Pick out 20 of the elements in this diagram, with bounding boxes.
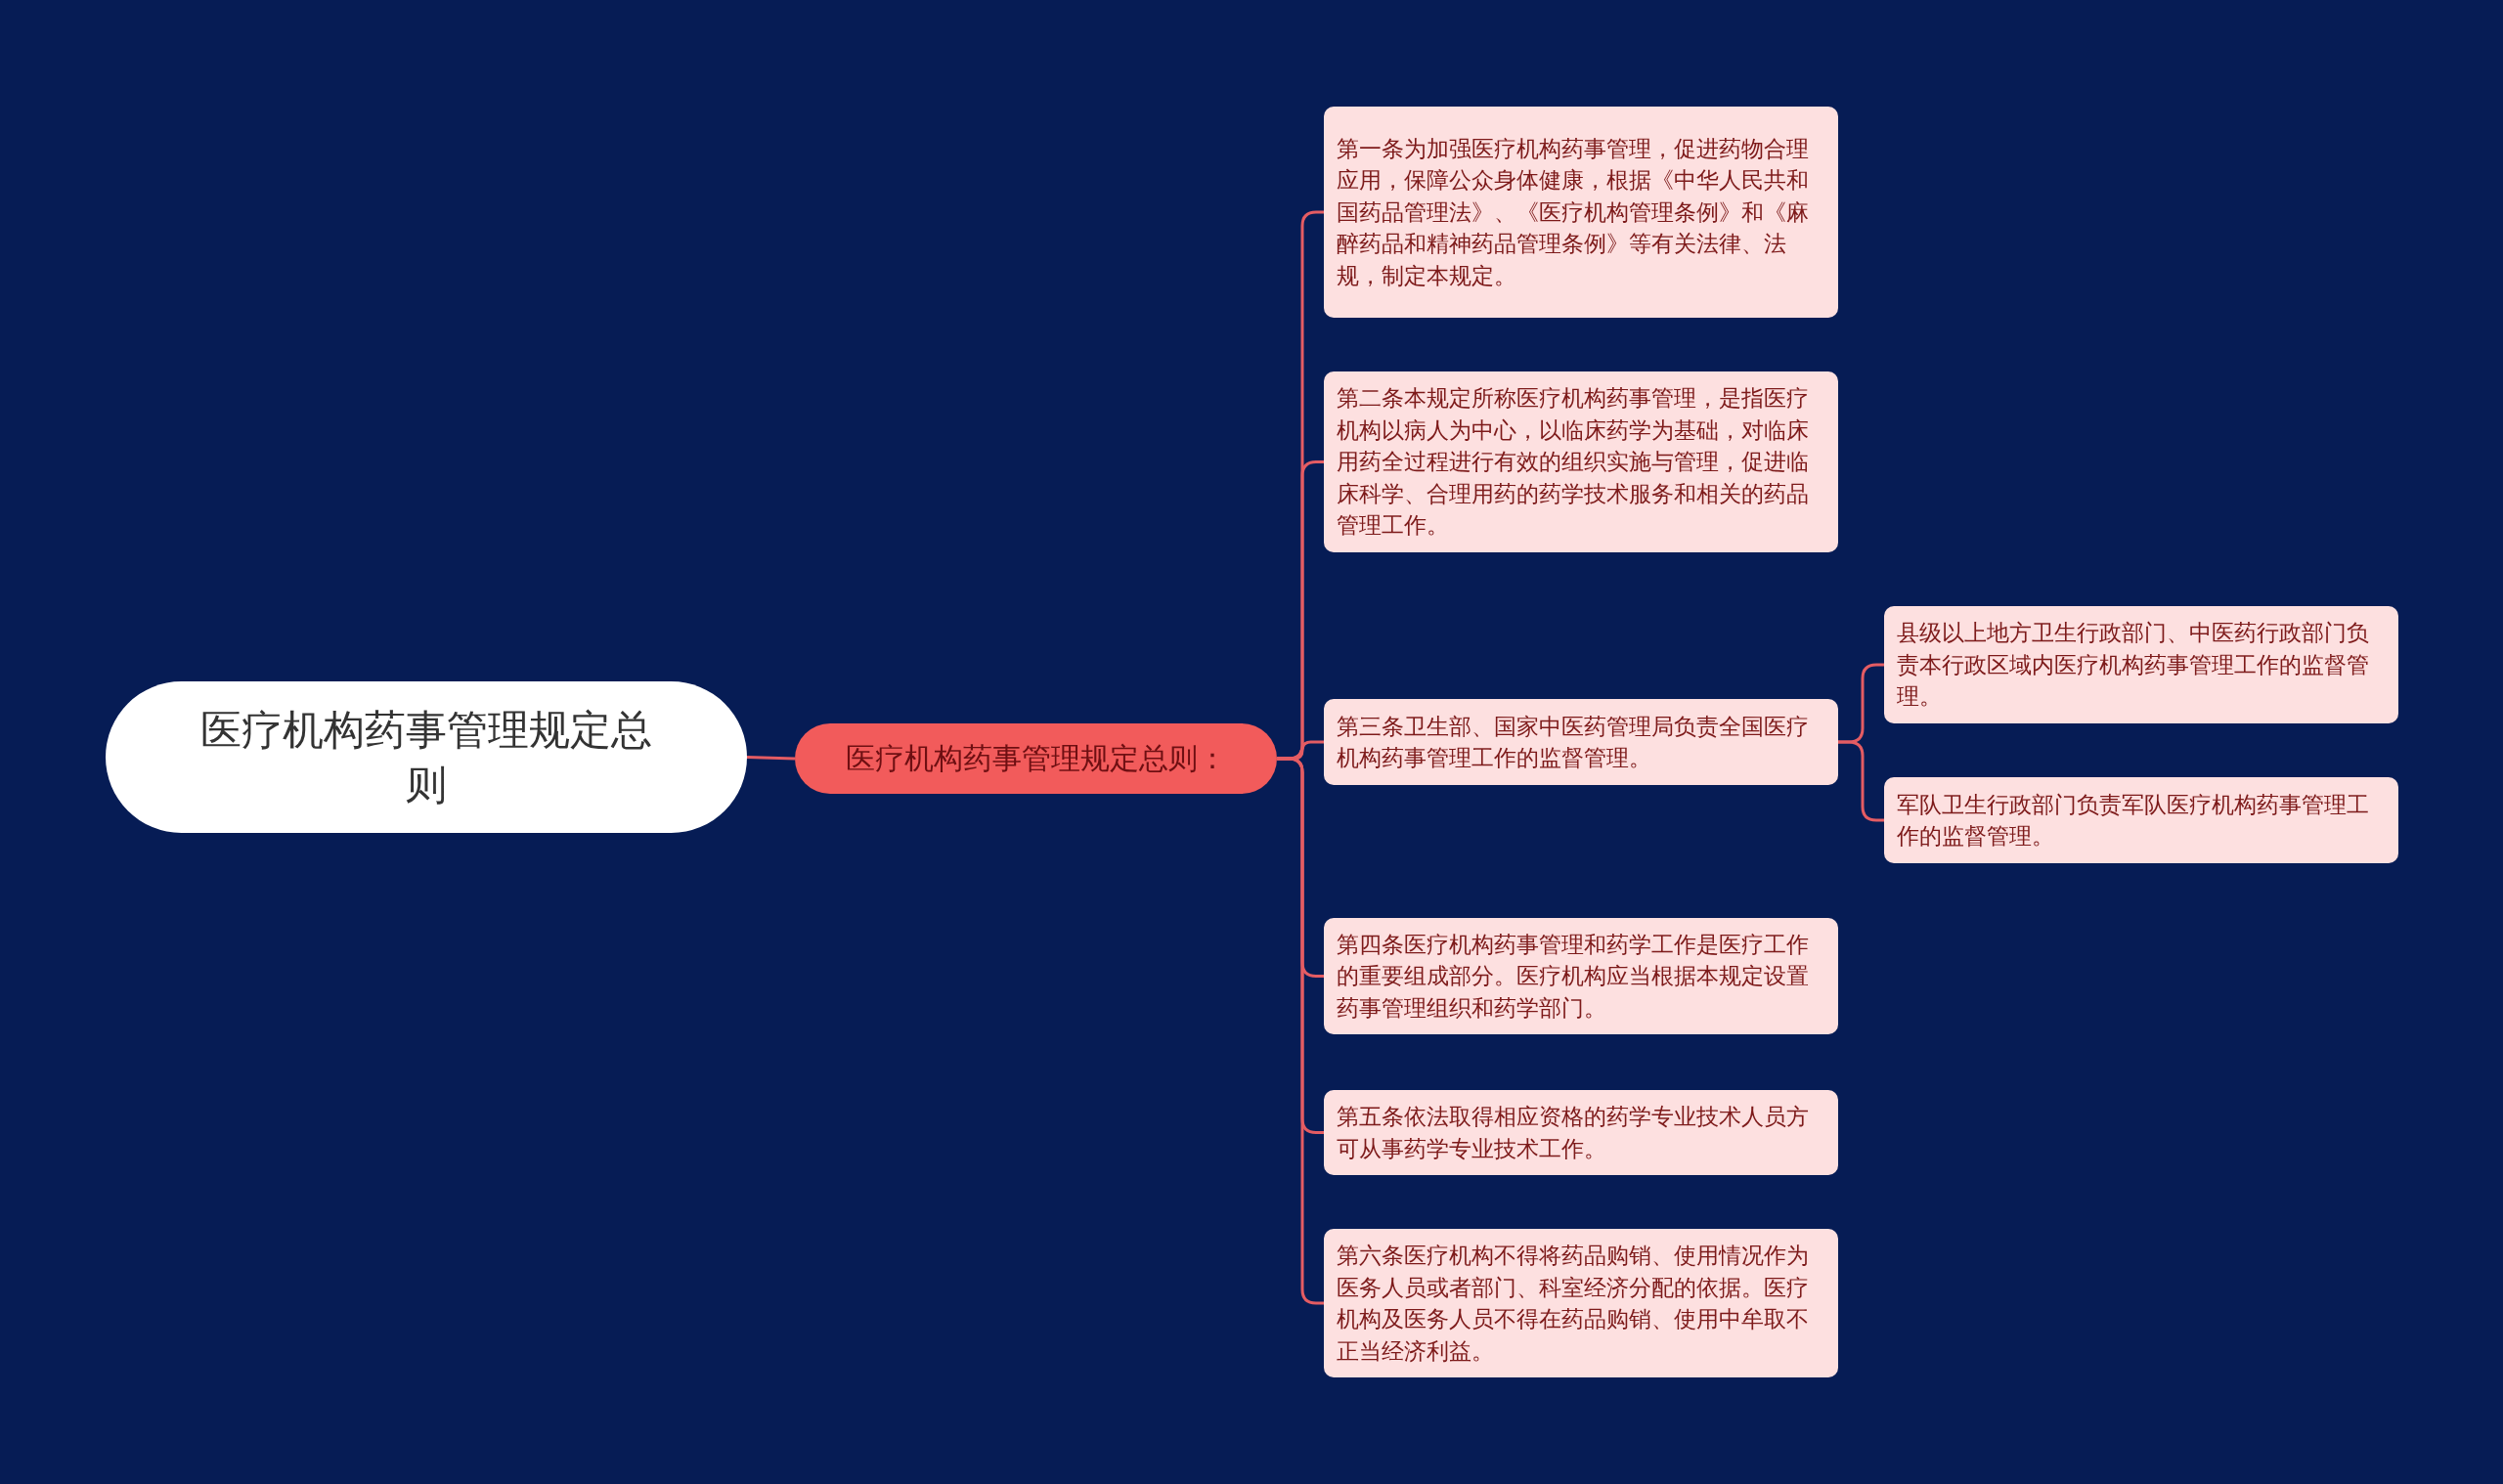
- topic-card: [1324, 918, 1838, 1034]
- topic-card: [1324, 699, 1838, 785]
- topic-text: 县级以上地方卫生行政部门、中医药行政部门负责本行政区域内医疗机构药事管理工作的监督管理。: [1897, 619, 2370, 712]
- topic-card: [1884, 777, 2398, 863]
- topic-text: 第一条为加强医疗机构药事管理，促进药物合理应用，保障公众身体健康，根据《中华人民共和国药品管理法》、《医疗机构管理条例》和《麻醉药品和精神药品管理条例》等有关法律、法规，制定本规定。: [1337, 134, 1810, 290]
- topic-text: 第六条医疗机构不得将药品购销、使用情况作为医务人员或者部门、科室经济分配的依据。医疗机构及医务人员不得在药品购销、使用中牟取不正当经济利益。: [1337, 1242, 1810, 1366]
- topic-card: [1324, 107, 1838, 318]
- connector-line: [1838, 740, 1884, 822]
- topic-card: [1324, 1229, 1838, 1377]
- connector-line: [746, 756, 796, 761]
- topic-text: 军队卫生行政部门负责军队医疗机构药事管理工作的监督管理。: [1897, 790, 2370, 851]
- topic-card: [1884, 606, 2398, 723]
- topic-text: 医疗机构药事管理规定总则: [199, 704, 653, 810]
- topic-text: 医疗机构药事管理规定总则：: [845, 740, 1227, 777]
- topic-text: 第五条依法取得相应资格的药学专业技术人员方可从事药学专业技术工作。: [1337, 1103, 1810, 1163]
- topic-card: [1324, 1090, 1838, 1175]
- topic-text: 第二条本规定所称医疗机构药事管理，是指医疗机构以病人为中心，以临床药学为基础，对临床用药全过程进行有效的组织实施与管理，促进临床科学、合理用药的药学技术服务和相关的药品管理工作。: [1337, 384, 1810, 541]
- topic-card: [1324, 371, 1838, 552]
- topic-text: 第四条医疗机构药事管理和药学工作是医疗工作的重要组成部分。医疗机构应当根据本规定设置药事管理组织和药学部门。: [1337, 930, 1810, 1023]
- topic-text: 第三条卫生部、国家中医药管理局负责全国医疗机构药事管理工作的监督管理。: [1337, 712, 1810, 772]
